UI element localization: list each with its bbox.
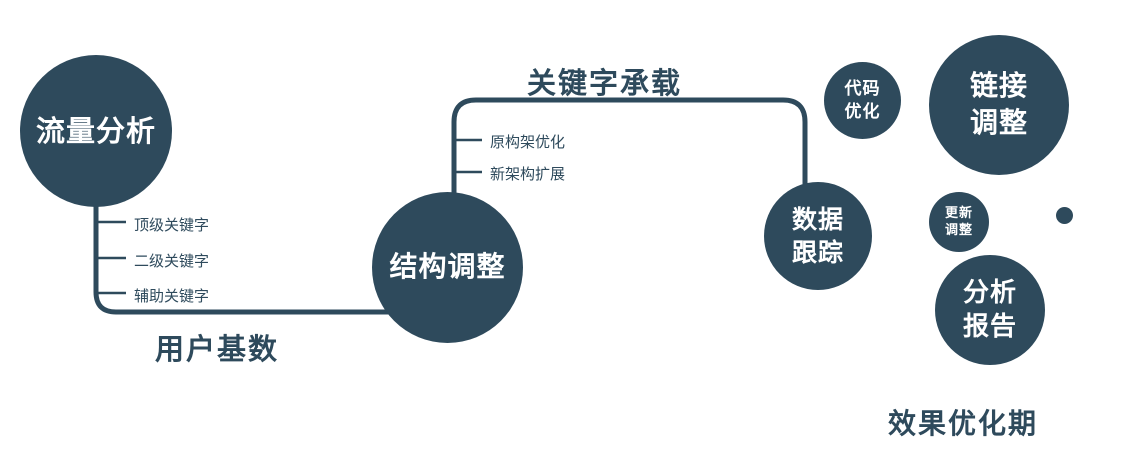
node-structure-adjust-label: 结构调整 bbox=[389, 250, 506, 284]
node-update-adjustment-line1: 更新 bbox=[944, 205, 973, 221]
node-code-optimization-line2: 优化 bbox=[844, 101, 881, 122]
branch-label-aux-keywords: 辅助关键字 bbox=[134, 287, 210, 305]
edge-label-user-base: 用户基数 bbox=[155, 332, 280, 366]
connector-structure-to-tracking bbox=[451, 97, 808, 218]
node-link-adjustment: 链接 调整 bbox=[929, 35, 1069, 175]
node-data-tracking-line1: 数据 bbox=[791, 205, 844, 234]
node-traffic-analysis-label: 流量分析 bbox=[35, 113, 156, 148]
node-analysis-report: 分析 报告 bbox=[935, 255, 1045, 365]
node-code-optimization: 代码 优化 bbox=[824, 62, 901, 139]
branch-label-framework-optimize: 原构架优化 bbox=[490, 133, 566, 151]
node-link-adjustment-line2: 调整 bbox=[969, 106, 1028, 139]
node-analysis-report-line1: 分析 bbox=[962, 277, 1017, 308]
node-structure-adjust: 结构调整 bbox=[372, 192, 523, 343]
bullet-dot bbox=[1056, 207, 1073, 224]
node-data-tracking: 数据 跟踪 bbox=[764, 182, 872, 290]
node-update-adjustment: 更新 调整 bbox=[929, 192, 989, 252]
node-code-optimization-line1: 代码 bbox=[844, 79, 881, 100]
branch-label-second-keywords: 二级关键字 bbox=[134, 252, 210, 270]
branch-label-top-keywords: 顶级关键字 bbox=[134, 216, 210, 234]
node-analysis-report-line2: 报告 bbox=[962, 312, 1017, 342]
node-traffic-analysis: 流量分析 bbox=[20, 55, 172, 207]
node-update-adjustment-line2: 调整 bbox=[944, 223, 973, 238]
tick-marks bbox=[96, 138, 482, 295]
node-data-tracking-line2: 跟踪 bbox=[791, 238, 844, 267]
branch-label-framework-expand: 新架构扩展 bbox=[490, 165, 566, 183]
node-link-adjustment-line1: 链接 bbox=[969, 69, 1028, 103]
caption-effect-optimization-period: 效果优化期 bbox=[888, 407, 1039, 440]
edge-label-keyword-carrying: 关键字承载 bbox=[527, 66, 683, 100]
